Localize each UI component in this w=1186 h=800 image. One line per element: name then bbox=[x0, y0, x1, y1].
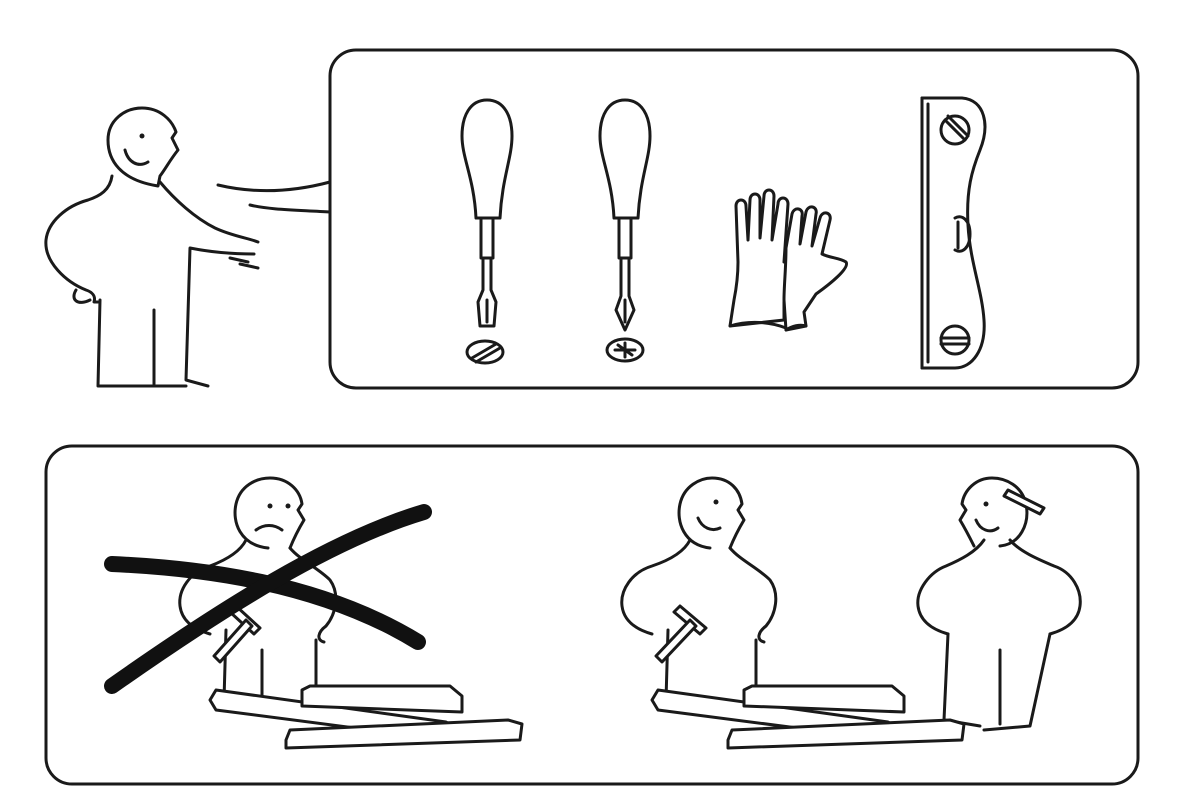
tools-panel bbox=[328, 48, 1140, 390]
phillips-screwdriver-icon bbox=[598, 98, 652, 363]
boards-right bbox=[650, 684, 966, 750]
assembly-panel bbox=[44, 444, 1140, 786]
flathead-screwdriver-icon bbox=[460, 98, 514, 365]
hammer-icon-right bbox=[654, 604, 708, 664]
spirit-level-icon bbox=[920, 96, 987, 370]
boards-left bbox=[208, 684, 524, 750]
pointing-man-figure bbox=[44, 106, 260, 388]
cross-out-mark bbox=[104, 504, 432, 694]
helper-person-one-figure bbox=[620, 476, 778, 702]
speech-tail bbox=[216, 180, 332, 214]
gloves-icon bbox=[728, 188, 848, 332]
helper-person-two-figure bbox=[916, 476, 1082, 732]
